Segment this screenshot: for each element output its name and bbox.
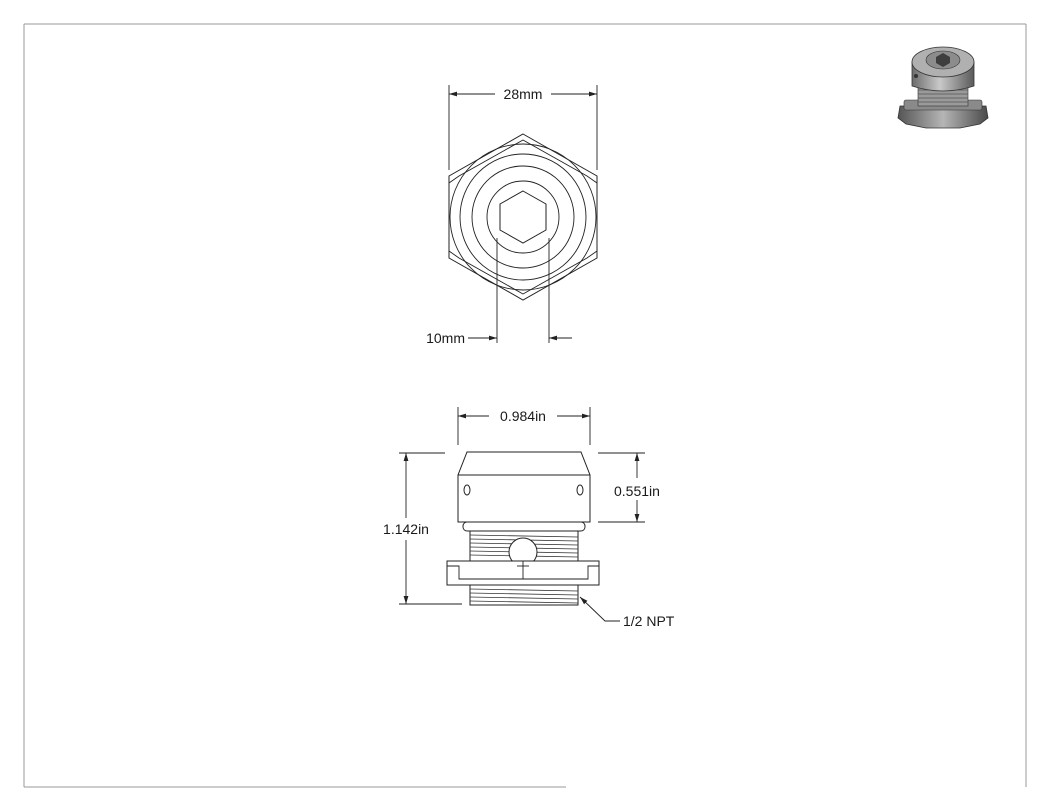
dimension-0984in: 0.984in: [457, 407, 591, 445]
breather-vent-3d-icon: [897, 46, 989, 129]
side-view: 0.984in 0.551in 1.142in 1/2 NPT: [383, 407, 675, 629]
width-28mm-label: 28mm: [504, 86, 543, 102]
ring-inner: [471, 165, 575, 269]
total-height-1142in-label: 1.142in: [383, 521, 429, 537]
ring-mid: [459, 153, 587, 281]
cap-height-0551in-label: 0.551in: [614, 483, 660, 499]
sheet-border: [23, 23, 1027, 788]
dimension-28mm: 28mm: [448, 85, 598, 170]
socket-10mm-label: 10mm: [426, 330, 465, 346]
top-view: 28mm 10mm: [426, 85, 598, 346]
hex-socket: [499, 190, 547, 244]
lower-thread: [469, 584, 579, 606]
dimension-10mm: 10mm: [426, 238, 572, 346]
width-0984in-label: 0.984in: [500, 408, 546, 424]
dimension-0551in: 0.551in: [598, 452, 660, 523]
vent-hole-left: [463, 484, 471, 496]
thread-npt-label: 1/2 NPT: [623, 613, 675, 629]
o-ring: [462, 521, 586, 532]
ring-socket: [486, 180, 560, 254]
vent-hole-right: [576, 484, 584, 496]
cap-body: [457, 451, 591, 523]
thread-callout: 1/2 NPT: [579, 596, 675, 629]
base-flange: [446, 560, 600, 586]
dimension-1142in: 1.142in: [383, 452, 462, 605]
ring-outer: [449, 143, 597, 291]
